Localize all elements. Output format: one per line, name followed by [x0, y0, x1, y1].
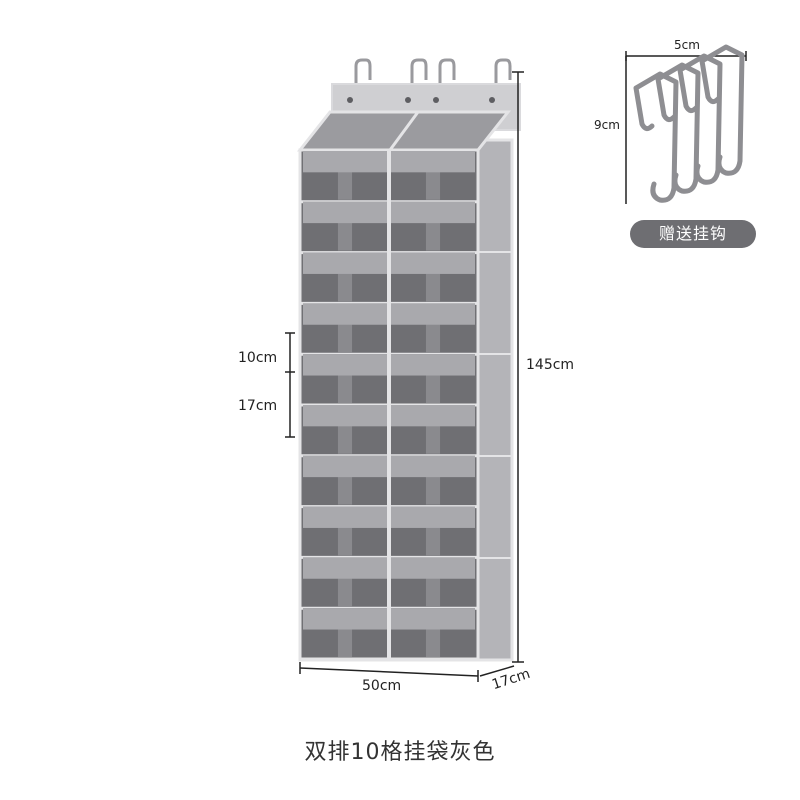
height-label: 145cm	[526, 357, 575, 373]
hook-inset	[625, 44, 747, 204]
pocket	[301, 557, 389, 610]
pocket	[301, 455, 389, 509]
pocket-small-label: 10cm	[238, 350, 278, 366]
pocket	[389, 151, 477, 204]
pocket	[389, 455, 477, 509]
inset-hook	[655, 62, 701, 194]
depth-dimension-line	[479, 665, 515, 677]
pocket	[389, 405, 477, 458]
grommets	[347, 97, 495, 103]
pocket	[389, 303, 477, 356]
pocket	[301, 201, 389, 255]
inset-width-label: 5cm	[674, 38, 700, 52]
pocket-large-label: 17cm	[238, 398, 278, 414]
pocket	[301, 303, 389, 356]
door-hook-3	[438, 58, 456, 88]
pocket	[389, 506, 477, 559]
product-caption: 双排10格挂袋灰色	[304, 740, 496, 765]
pocket	[389, 608, 477, 661]
pocket	[301, 506, 389, 559]
pocket	[301, 354, 389, 407]
width-dimension-line	[299, 667, 479, 677]
inset-height-label: 9cm	[594, 118, 620, 132]
width-label: 50cm	[362, 678, 402, 694]
side-panel	[476, 138, 514, 662]
pocket	[301, 405, 389, 458]
inset-hook	[699, 44, 745, 176]
pocket	[389, 354, 477, 407]
pocket	[389, 557, 477, 610]
pocket	[301, 608, 389, 661]
pocket	[389, 252, 477, 305]
dimension-lines	[285, 71, 524, 682]
door-hooks	[354, 58, 512, 88]
pocket-grid	[301, 151, 477, 661]
pocket	[301, 151, 389, 204]
free-hooks-badge: 赠送挂钩	[630, 220, 756, 248]
door-hook-1	[354, 58, 372, 88]
pocket	[301, 252, 389, 305]
inset-hook	[677, 53, 723, 185]
inset-hook	[633, 71, 679, 203]
door-hook-4	[494, 58, 512, 88]
door-hook-2	[410, 58, 428, 88]
pocket	[389, 201, 477, 255]
